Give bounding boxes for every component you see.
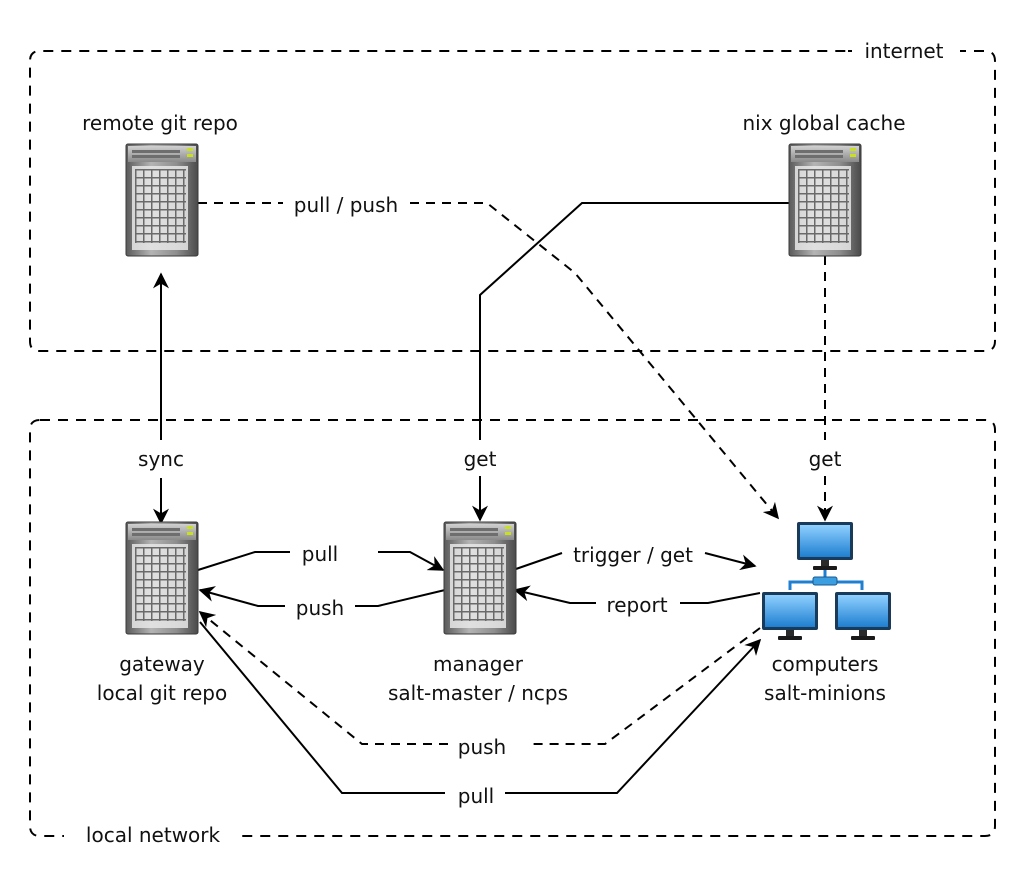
node-sublabel-computers: salt-minions xyxy=(764,681,886,705)
edge-label-trigger-get: trigger / get xyxy=(573,543,693,567)
server-icon xyxy=(125,143,199,257)
node-label-manager: manager xyxy=(433,652,524,676)
network-computers-icon xyxy=(762,522,891,640)
zone-label-internet: internet xyxy=(864,39,943,63)
edge-label-pull-push: pull / push xyxy=(294,193,398,217)
node-sublabel-manager: salt-master / ncps xyxy=(388,681,568,705)
internet-zone xyxy=(29,50,996,352)
local-network-zone xyxy=(29,419,996,837)
server-icon xyxy=(443,521,517,635)
edge-get-manager xyxy=(479,202,790,440)
edge-trigger-get xyxy=(512,553,755,570)
edge-push-mgr-gw xyxy=(200,590,446,607)
node-label-gateway: gateway xyxy=(119,652,205,676)
node-label-remote-repo: remote git repo xyxy=(82,111,238,135)
node-sublabel-gateway: local git repo xyxy=(97,681,227,705)
edge-pull-push xyxy=(198,202,778,518)
server-icon xyxy=(788,143,862,257)
edge-label-sync: sync xyxy=(138,447,184,471)
edge-pull-bottom xyxy=(199,621,760,794)
edge-label-push-mgr-gw: push xyxy=(296,596,344,620)
zone-label-local-network: local network xyxy=(86,823,221,847)
node-label-nix-cache: nix global cache xyxy=(742,111,905,135)
edge-label-push-bottom: push xyxy=(458,735,506,759)
edge-label-pull-gw-mgr: pull xyxy=(302,542,338,566)
edge-push-bottom xyxy=(200,612,761,745)
edge-report xyxy=(515,590,761,603)
server-icon xyxy=(125,521,199,635)
edge-label-get-manager: get xyxy=(464,447,497,471)
edge-pull-gw-mgr xyxy=(197,551,443,570)
edge-label-pull-bottom: pull xyxy=(458,784,494,808)
edge-label-report: report xyxy=(606,593,667,617)
node-label-computers: computers xyxy=(772,652,879,676)
edge-label-get-computers: get xyxy=(809,447,842,471)
